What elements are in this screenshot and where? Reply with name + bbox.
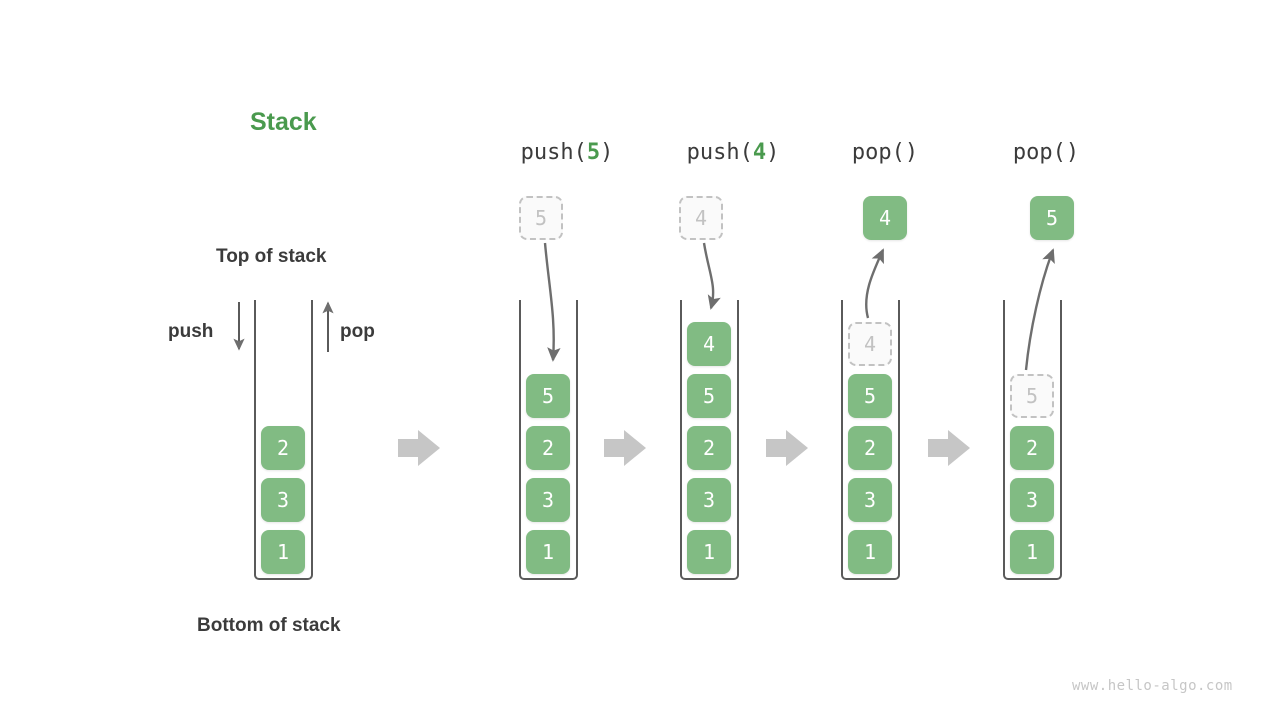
stack-cell: 1 [526, 530, 570, 574]
stack-cell: 3 [1010, 478, 1054, 522]
stack-cell: 1 [687, 530, 731, 574]
label-bottom-of-stack: Bottom of stack [197, 615, 341, 636]
step-separator-arrow-icon-1 [398, 430, 440, 466]
stack-container [519, 300, 578, 580]
stack-cell: 1 [261, 530, 305, 574]
op-arg: 5 [586, 140, 601, 165]
outgoing-cell: 4 [863, 196, 907, 240]
op-suffix: ) [1065, 140, 1080, 165]
op-prefix: pop( [1012, 140, 1066, 165]
stack-cell: 4 [687, 322, 731, 366]
stack-container [841, 300, 900, 580]
operation-label-pop-1: pop() [852, 140, 918, 165]
op-prefix: pop( [851, 140, 905, 165]
operation-label-push-5: push(5) [521, 140, 614, 165]
stack-cell: 5 [848, 374, 892, 418]
stack-container [254, 300, 313, 580]
watermark: www.hello-algo.com [1072, 678, 1233, 694]
stack-cell: 2 [687, 426, 731, 470]
stack-cell: 2 [1010, 426, 1054, 470]
op-suffix: ) [766, 140, 780, 165]
stack-cell: 3 [526, 478, 570, 522]
stack-cell-ghost: 5 [1010, 374, 1054, 418]
stack-cell: 2 [526, 426, 570, 470]
stack-cell: 2 [261, 426, 305, 470]
stack-cell: 5 [687, 374, 731, 418]
push-4-flow-arrow-icon [702, 242, 721, 310]
stack-cell: 3 [261, 478, 305, 522]
label-top-of-stack: Top of stack [216, 246, 327, 267]
stack-cell: 2 [848, 426, 892, 470]
stack-cell: 3 [687, 478, 731, 522]
label-push: push [168, 321, 214, 342]
op-prefix: push( [520, 140, 587, 165]
step-separator-arrow-icon-3 [766, 430, 808, 466]
stack-container [680, 300, 739, 580]
incoming-ghost-cell: 5 [519, 196, 563, 240]
step-separator-arrow-icon-4 [928, 430, 970, 466]
outgoing-cell: 5 [1030, 196, 1074, 240]
operation-label-pop-2: pop() [1013, 140, 1079, 165]
stack-cell: 1 [848, 530, 892, 574]
stack-cell: 3 [848, 478, 892, 522]
operation-label-push-4: push(4) [687, 140, 780, 165]
incoming-ghost-cell: 4 [679, 196, 723, 240]
op-suffix: ) [904, 140, 919, 165]
stack-cell-ghost: 4 [848, 322, 892, 366]
op-arg: 4 [752, 140, 767, 165]
stack-container [1003, 300, 1062, 580]
page-title: Stack [250, 108, 317, 136]
step-separator-arrow-icon-2 [604, 430, 646, 466]
stack-cell: 1 [1010, 530, 1054, 574]
op-prefix: push( [686, 140, 753, 165]
stack-cell: 5 [526, 374, 570, 418]
op-suffix: ) [600, 140, 614, 165]
label-pop: pop [340, 321, 375, 342]
